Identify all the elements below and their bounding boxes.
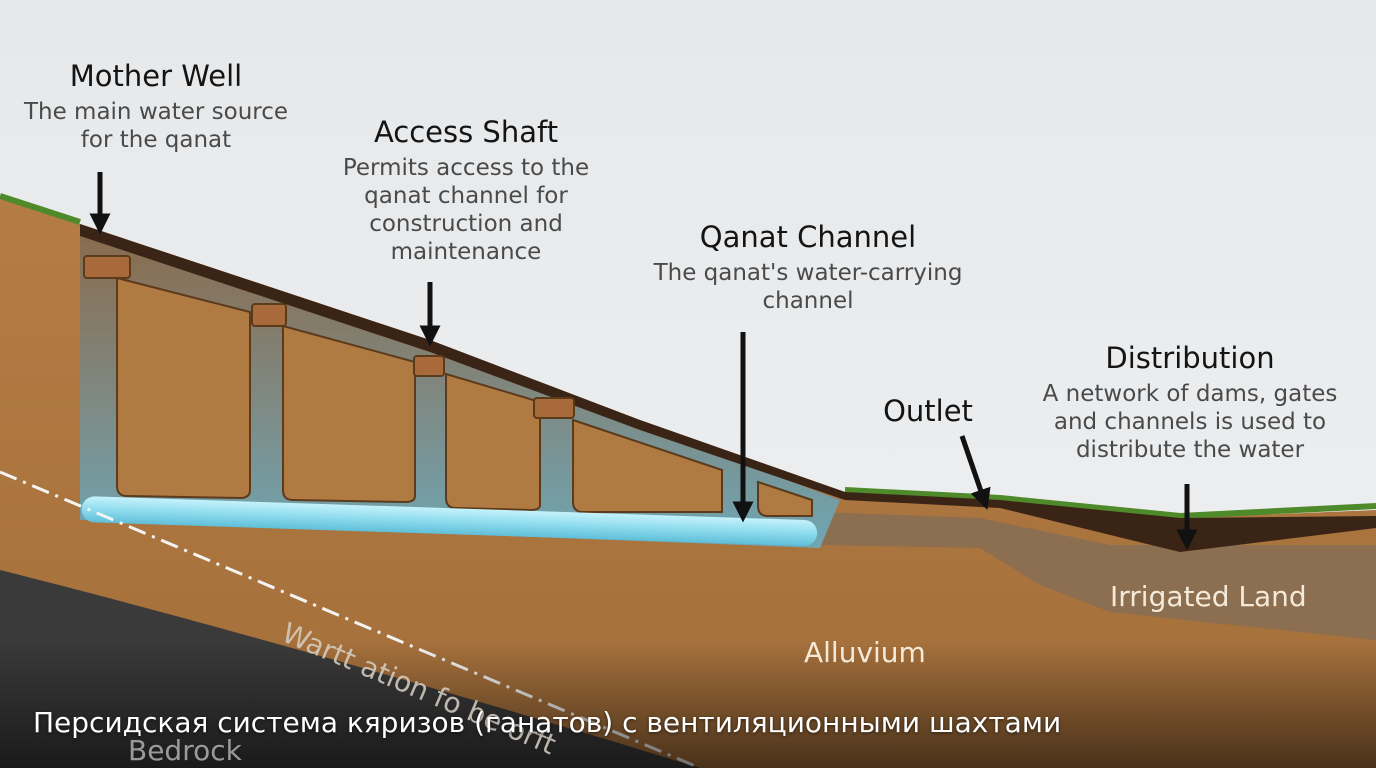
irrigated-land-label: Irrigated Land: [1110, 580, 1307, 613]
qanat-channel-title: Qanat Channel: [699, 220, 917, 254]
alluvium-label: Alluvium: [804, 636, 926, 669]
shaft-collars: [83, 255, 575, 419]
access-shaft-label: Access Shaft Permits access to the qanat…: [316, 114, 616, 266]
qanat-channel-desc: The qanat's water-carrying channel: [653, 260, 963, 314]
caption-shade: [0, 640, 1376, 768]
grass-line: [0, 193, 1376, 520]
outlet-title: Outlet: [883, 394, 973, 428]
access-shaft-desc: Permits access to the qanat channel for …: [342, 155, 590, 265]
video-caption: Персидская система кяризов (ганатов) с в…: [33, 706, 1062, 739]
qanat-channel-label: Qanat Channel The qanat's water-carrying…: [628, 219, 988, 315]
mother-well-desc: The main water source for the qanat: [23, 99, 289, 153]
pointer-arrows: [89, 172, 1198, 551]
mother-well-title: Mother Well: [69, 59, 243, 93]
outlet-arrow: [959, 435, 991, 510]
distribution-title: Distribution: [1105, 341, 1275, 375]
bedrock-label: Bedrock: [128, 734, 242, 767]
distribution-desc: A network of dams, gates and channels is…: [1042, 381, 1338, 463]
water-channel: [81, 496, 818, 546]
irrigated-land-layer: [820, 512, 1376, 640]
topsoil-strip: [80, 224, 1376, 552]
distribution-label: Distribution A network of dams, gates an…: [1030, 340, 1350, 464]
mother-well-label: Mother Well The main water source for th…: [10, 58, 302, 154]
outlet-label: Outlet: [860, 393, 996, 429]
access-shaft-title: Access Shaft: [373, 115, 559, 149]
soil-blocks: [116, 276, 813, 517]
